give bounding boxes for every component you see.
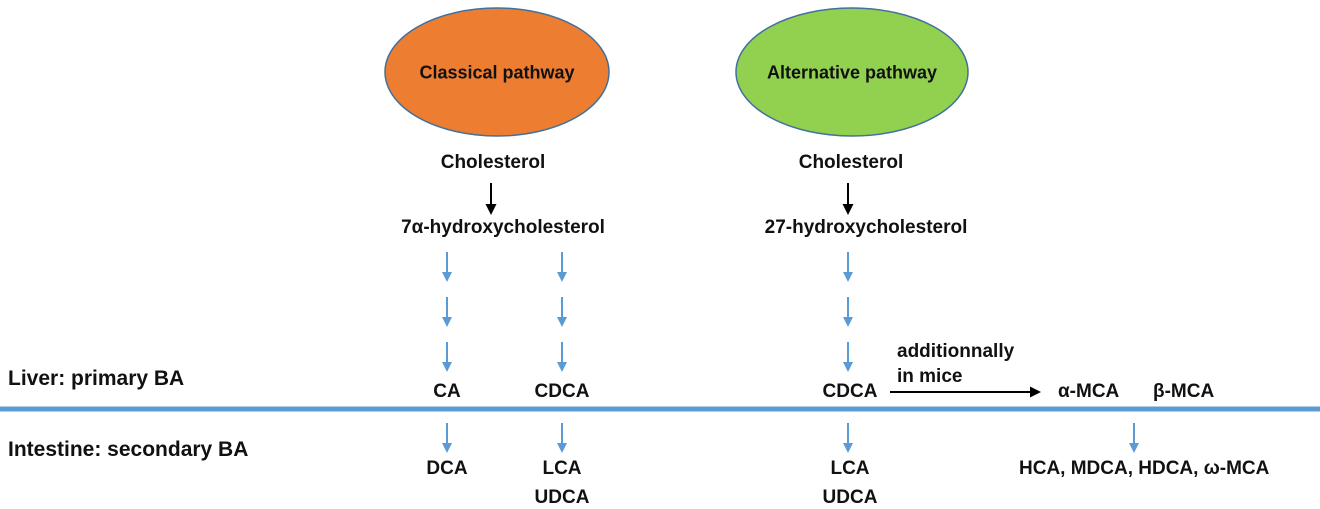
mice-note-line1: additionnally: [897, 341, 1015, 362]
mice-secondary-label: HCA, MDCA, HDCA, ω-MCA: [1019, 458, 1270, 479]
alternative-pathway-label: Alternative pathway: [766, 62, 938, 83]
classical-cholesterol: Cholesterol: [440, 152, 546, 173]
classical-pathway-oval: [384, 7, 610, 137]
alpha-mca-label: α-MCA: [1058, 381, 1120, 402]
classical-intermediate: 7α-hydroxycholesterol: [401, 217, 605, 238]
alternative-cholesterol: Cholesterol: [798, 152, 904, 173]
udca-label: UDCA: [534, 487, 590, 508]
alt-udca-label: UDCA: [822, 487, 878, 508]
classical-pathway-label: Classical pathway: [419, 62, 575, 83]
liver-region-label: Liver: primary BA: [8, 367, 185, 390]
alternative-intermediate: 27-hydroxycholesterol: [764, 217, 968, 238]
cdca-label: CDCA: [534, 381, 590, 402]
ca-label: CA: [433, 381, 461, 402]
dca-label: DCA: [426, 458, 468, 479]
alt-lca-label: LCA: [830, 458, 870, 479]
alt-cdca-label: CDCA: [822, 381, 878, 402]
mice-note-line2: in mice: [897, 366, 963, 387]
alternative-pathway-oval: [735, 7, 969, 137]
intestine-region-label: Intestine: secondary BA: [8, 438, 249, 461]
beta-mca-label: β-MCA: [1153, 381, 1215, 402]
lca-label: LCA: [542, 458, 582, 479]
